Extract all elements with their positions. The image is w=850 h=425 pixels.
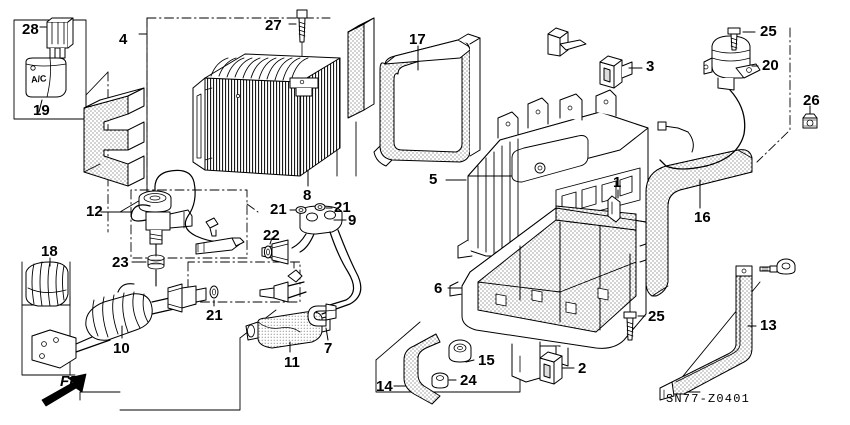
callout-3: 3 — [646, 58, 655, 75]
callout-20: 20 — [762, 57, 779, 74]
callout-24: 24 — [460, 372, 477, 389]
front-orientation-label: FR. — [60, 373, 85, 390]
callout-25-top: 25 — [760, 23, 777, 40]
callout-7: 7 — [324, 340, 333, 357]
callout-21-a: 21 — [270, 201, 287, 218]
callout-26: 26 — [803, 92, 820, 109]
callout-13: 13 — [760, 317, 777, 334]
callout-10: 10 — [113, 340, 130, 357]
callout-27: 27 — [265, 17, 282, 34]
callout-21-b: 21 — [334, 199, 351, 216]
callout-23: 23 — [112, 254, 129, 271]
callout-25-bottom: 25 — [648, 308, 665, 325]
callout-21-c: 21 — [206, 307, 223, 324]
callout-4: 4 — [119, 31, 128, 48]
callout-17: 17 — [409, 31, 426, 48]
callout-16: 16 — [694, 209, 711, 226]
callout-18: 18 — [41, 243, 58, 260]
callout-9: 9 — [348, 212, 357, 229]
ac-switch-label: A/C — [30, 73, 47, 85]
callout-6: 6 — [434, 280, 443, 297]
diagram-code: SN77-Z0401 — [666, 392, 751, 406]
callout-14: 14 — [376, 378, 393, 395]
callout-5: 5 — [429, 171, 438, 188]
callout-11: 11 — [284, 354, 300, 371]
callout-28: 28 — [22, 21, 39, 38]
callout-2: 2 — [578, 360, 587, 377]
callout-8: 8 — [303, 187, 312, 204]
callout-19: 19 — [33, 102, 50, 119]
callout-15: 15 — [478, 352, 495, 369]
callout-22: 22 — [263, 227, 280, 244]
callout-1: 1 — [613, 174, 622, 191]
callout-12: 12 — [86, 203, 103, 220]
